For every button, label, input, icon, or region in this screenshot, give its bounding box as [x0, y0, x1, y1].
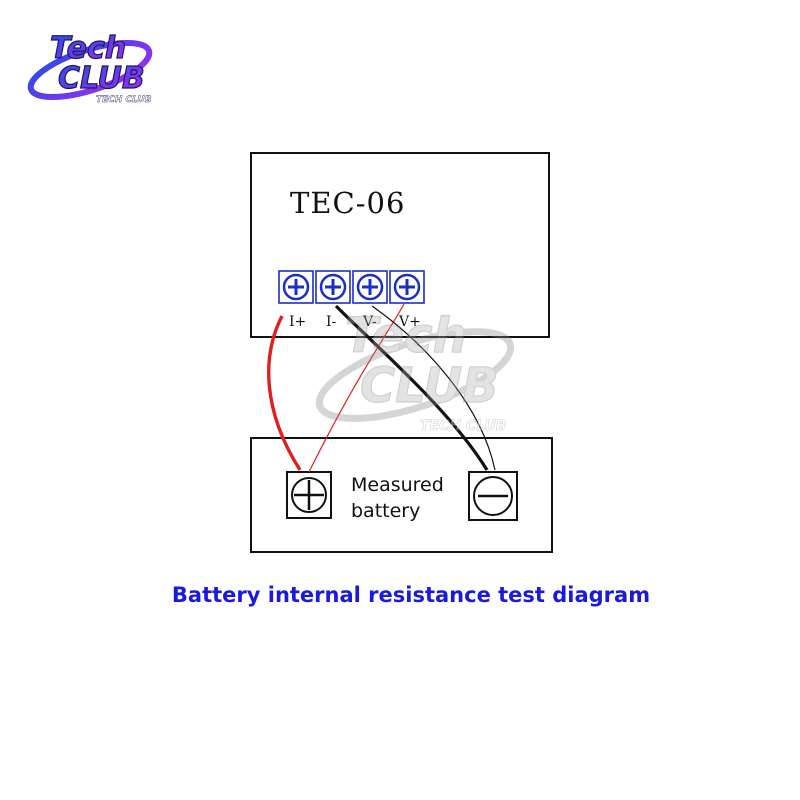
terminal-i-plus: [278, 270, 314, 304]
tec06-module-box: [250, 152, 550, 338]
svg-text:TECH CLUB: TECH CLUB: [96, 95, 152, 105]
diagram-caption: Battery internal resistance test diagram: [171, 583, 651, 607]
battery-label-line2: battery: [351, 500, 421, 522]
module-title: TEC-06: [290, 186, 406, 220]
svg-text:CLUB: CLUB: [360, 358, 499, 414]
battery-negative-terminal: [468, 471, 518, 521]
tech-club-logo: Tech CLUB TECH CLUB: [27, 30, 153, 105]
svg-text:CLUB: CLUB: [58, 61, 145, 96]
battery-box: [250, 437, 553, 553]
terminal-label-v-minus: V-: [363, 314, 377, 330]
terminal-label-i-plus: I+: [289, 314, 307, 330]
terminal-i-minus: [315, 270, 351, 304]
battery-label-line1: Measured: [351, 474, 444, 496]
tech-club-watermark: Tech CLUB TECH CLUB: [315, 307, 515, 434]
terminal-label-i-minus: I-: [326, 314, 337, 330]
svg-text:TECH CLUB: TECH CLUB: [420, 418, 506, 434]
wire-v-minus: [371, 305, 496, 471]
svg-text:Tech: Tech: [50, 31, 126, 66]
battery-positive-terminal: [286, 471, 332, 519]
wire-i-plus: [267, 315, 302, 471]
terminal-v-plus: [389, 270, 425, 304]
battery-label: Measured battery: [351, 472, 471, 524]
terminal-v-minus: [352, 270, 388, 304]
wire-v-plus: [308, 303, 405, 473]
terminal-label-v-plus: V+: [399, 314, 421, 330]
svg-text:Tech: Tech: [345, 308, 467, 364]
wire-i-minus: [334, 304, 489, 471]
